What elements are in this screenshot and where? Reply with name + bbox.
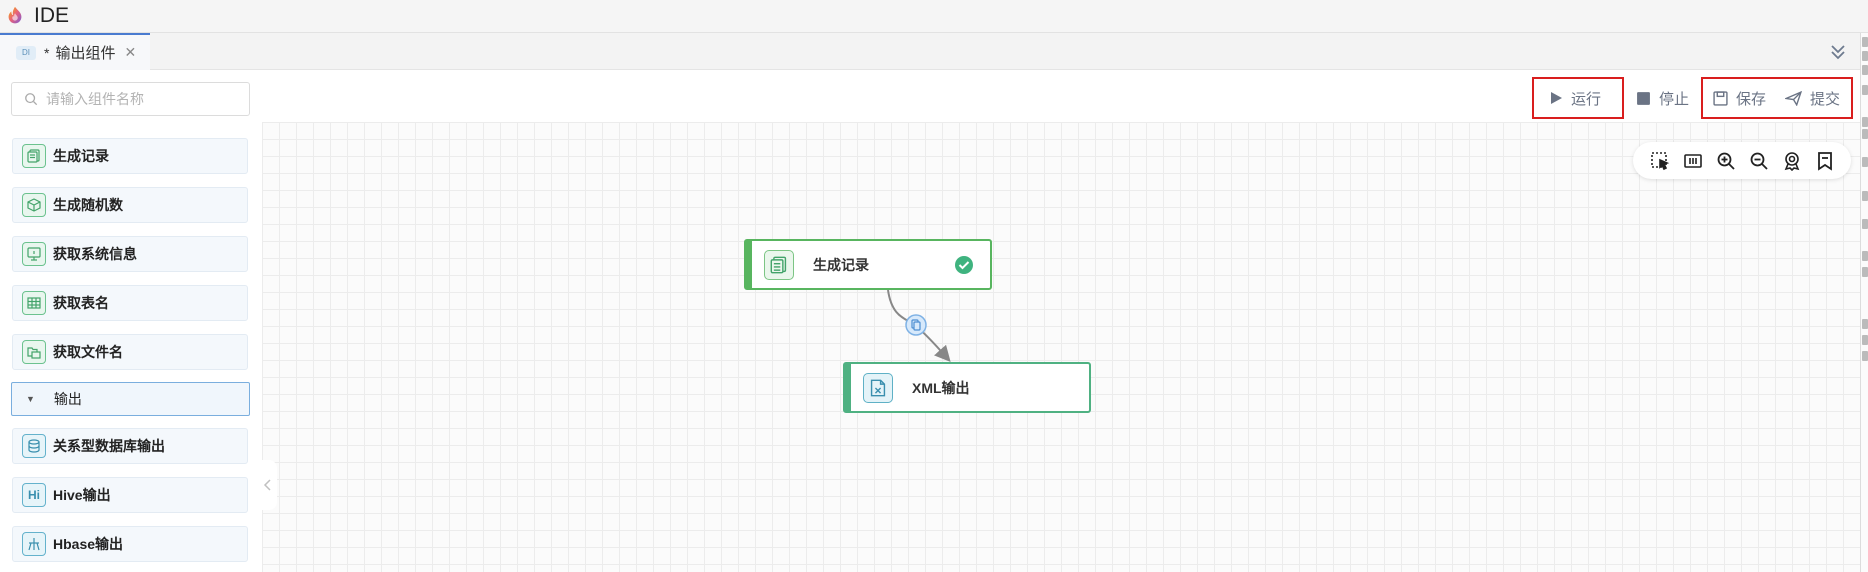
tab-bar: DI * 输出组件 ✕ — [0, 33, 1860, 70]
group-label: 输出 — [53, 391, 82, 407]
component-label: Hive输出 — [53, 487, 111, 503]
stop-icon — [1637, 91, 1650, 105]
document-list-icon — [764, 249, 794, 280]
save-icon — [1713, 90, 1728, 106]
tab-output-components[interactable]: DI * 输出组件 ✕ — [0, 33, 150, 70]
hive-icon: Hi — [22, 483, 46, 507]
di-badge-icon: DI — [16, 45, 36, 60]
component-label: 获取系统信息 — [53, 246, 137, 262]
tab-modified-marker: * — [44, 44, 50, 61]
component-item-hive-output[interactable]: Hi Hive输出 — [12, 477, 248, 513]
submit-button[interactable]: 提交 — [1785, 84, 1840, 112]
sidebar-collapse-button[interactable] — [259, 460, 277, 510]
tab-label: 输出组件 — [55, 45, 116, 62]
locate-icon[interactable] — [1779, 148, 1805, 174]
component-item-system-info[interactable]: 获取系统信息 — [12, 236, 248, 272]
component-label: 关系型数据库输出 — [53, 438, 165, 454]
component-label: Hbase输出 — [53, 536, 124, 552]
component-item-table-names[interactable]: 获取表名 — [12, 285, 248, 321]
right-panel-strip[interactable] — [1860, 33, 1868, 572]
folder-file-icon — [22, 340, 46, 364]
save-button[interactable]: 保存 — [1713, 84, 1766, 112]
flow-node-generate-records[interactable]: 生成记录 — [744, 239, 992, 290]
search-box[interactable] — [11, 82, 250, 116]
stop-button[interactable]: 停止 — [1636, 84, 1689, 112]
check-circle-icon — [955, 256, 973, 274]
canvas-tools — [1633, 142, 1851, 179]
save-submit-highlight-frame — [1701, 77, 1853, 119]
select-region-icon[interactable] — [1647, 148, 1673, 174]
component-label: 获取表名 — [53, 295, 109, 311]
flow-canvas[interactable] — [262, 122, 1860, 572]
zoom-out-icon[interactable] — [1746, 148, 1772, 174]
caret-down-icon: ▼ — [26, 394, 35, 404]
zoom-in-icon[interactable] — [1713, 148, 1739, 174]
node-label: 生成记录 — [813, 256, 869, 273]
search-icon — [25, 93, 38, 106]
play-icon — [1551, 92, 1562, 104]
component-item-file-names[interactable]: 获取文件名 — [12, 334, 248, 370]
component-sidebar: 生成记录 生成随机数 获取系统信息 获取表名 获取文件名 ▼ 输出 关系型数据库… — [0, 70, 262, 572]
component-label: 生成记录 — [53, 148, 109, 164]
hbase-icon — [22, 532, 46, 556]
chevron-left-icon — [263, 479, 271, 491]
double-chevron-down-icon[interactable] — [1826, 40, 1850, 64]
component-label: 生成随机数 — [53, 197, 123, 213]
document-list-icon — [22, 144, 46, 168]
fit-view-icon[interactable] — [1680, 148, 1706, 174]
xml-file-icon — [863, 372, 893, 403]
bookmark-icon[interactable] — [1812, 148, 1838, 174]
title-bar: IDE — [0, 0, 1868, 33]
flow-node-xml-output[interactable]: XML输出 — [843, 362, 1091, 413]
group-header-output[interactable]: ▼ 输出 — [11, 382, 250, 416]
database-icon — [22, 434, 46, 458]
component-label: 获取文件名 — [53, 344, 123, 360]
search-input[interactable] — [46, 91, 236, 107]
flame-logo-icon — [8, 6, 22, 24]
dice-icon — [22, 193, 46, 217]
component-item-hbase-output[interactable]: Hbase输出 — [12, 526, 248, 562]
node-label: XML输出 — [912, 379, 970, 396]
send-icon — [1785, 90, 1802, 106]
system-info-icon — [22, 242, 46, 266]
component-item-generate-records[interactable]: 生成记录 — [12, 138, 248, 174]
close-icon[interactable]: ✕ — [124, 44, 137, 60]
component-item-rdb-output[interactable]: 关系型数据库输出 — [12, 428, 248, 464]
app-title: IDE — [34, 4, 70, 27]
run-highlight-frame — [1532, 77, 1624, 119]
run-button[interactable]: 运行 — [1549, 84, 1601, 112]
table-icon — [22, 291, 46, 315]
component-item-random-number[interactable]: 生成随机数 — [12, 187, 248, 223]
